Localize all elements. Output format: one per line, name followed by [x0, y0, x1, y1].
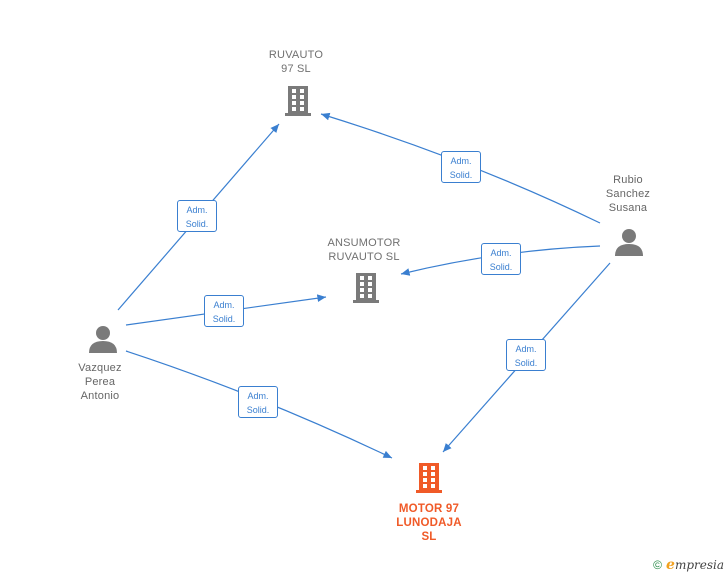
- brand-logo: empresia: [666, 557, 724, 573]
- edge-label-rubio-ansumotor: Adm. Solid.: [481, 243, 521, 275]
- building-icon-highlighted: [416, 463, 442, 493]
- brand-initial: e: [666, 557, 675, 573]
- edge-label-vazquez-motor97: Adm. Solid.: [238, 386, 278, 418]
- edge-label-vazquez-ruvauto: Adm. Solid.: [177, 200, 217, 232]
- footer-brand: © empresia: [653, 557, 724, 573]
- person-label-rubio[interactable]: Rubio Sanchez Susana: [605, 174, 651, 214]
- company-label-motor97[interactable]: MOTOR 97 LUNODAJA SL: [396, 503, 462, 543]
- edge-label-rubio-ruvauto: Adm. Solid.: [441, 151, 481, 183]
- building-icon: [353, 273, 379, 303]
- building-icon: [283, 84, 313, 117]
- edge-label-vazquez-ansumotor: Adm. Solid.: [204, 295, 244, 327]
- company-label-ansumotor[interactable]: ANSUMOTOR RUVAUTO SL: [327, 237, 401, 263]
- edge-label-rubio-motor97: Adm. Solid.: [506, 339, 546, 371]
- copyright-symbol: ©: [653, 558, 663, 572]
- brand-rest: mpresia: [674, 558, 724, 572]
- person-icon: [89, 326, 117, 353]
- company-label-ruvauto[interactable]: RUVAUTO 97 SL: [268, 49, 324, 75]
- person-icon: [615, 229, 643, 256]
- person-label-vazquez[interactable]: Vazquez Perea Antonio: [78, 362, 122, 402]
